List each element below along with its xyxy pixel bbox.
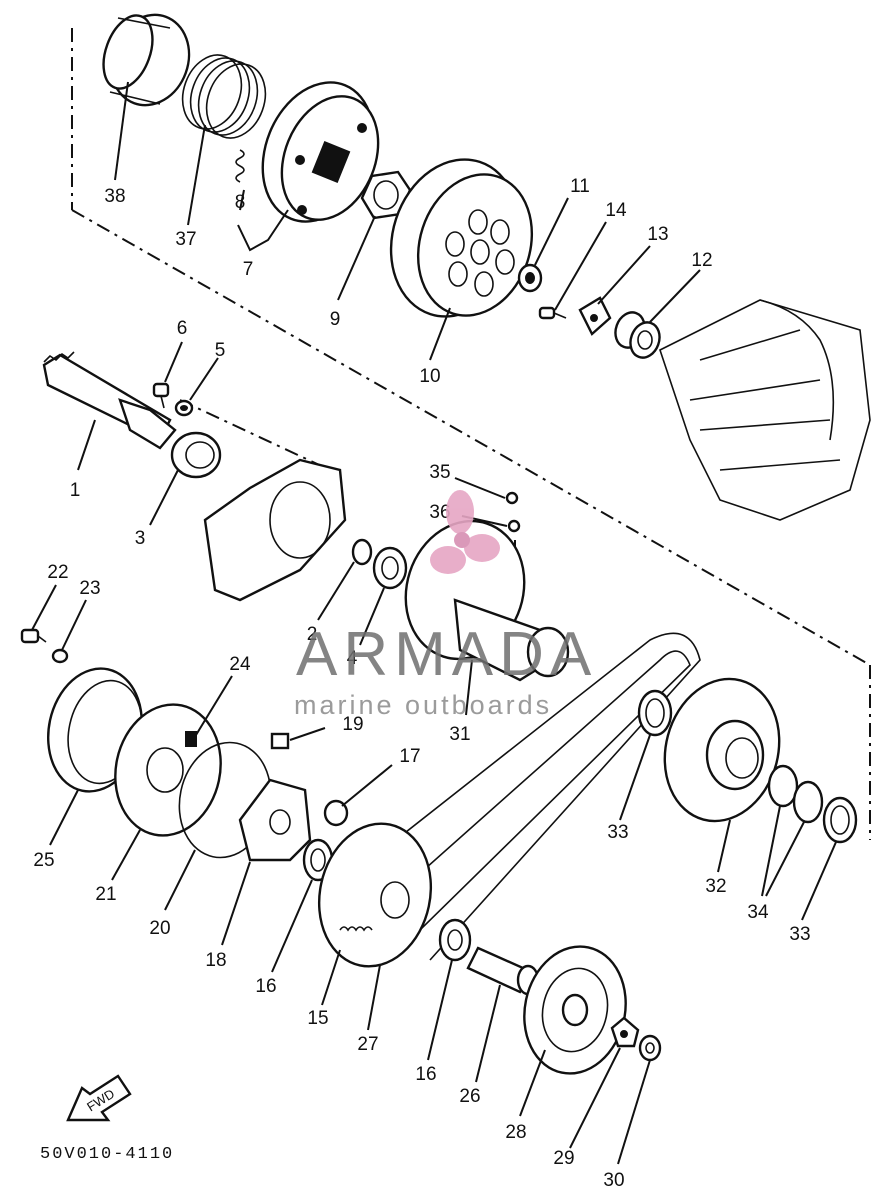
watermark: ARMADA marine outboards	[294, 490, 597, 720]
callout-16-lower: 16	[415, 1064, 436, 1085]
part-5-washer	[174, 399, 194, 417]
callout-19: 19	[342, 714, 363, 735]
callout-38: 38	[104, 186, 125, 207]
propeller-logo-icon	[430, 490, 500, 574]
callout-30: 30	[603, 1170, 624, 1191]
callout-26: 26	[459, 1086, 480, 1107]
part-19-slider	[270, 732, 290, 750]
callout-22: 22	[47, 562, 68, 583]
part-29-washer	[610, 1016, 640, 1048]
callout-29: 29	[553, 1148, 574, 1169]
callout-9: 9	[330, 309, 341, 330]
crankcase-outline	[659, 299, 871, 521]
callout-24: 24	[229, 654, 251, 675]
part-12-bushing	[614, 311, 661, 359]
callout-33-left: 33	[607, 822, 628, 843]
part-21-cam-plate	[114, 703, 222, 837]
drawing-code: 50V010-4110	[40, 1145, 174, 1164]
watermark-title: ARMADA	[296, 620, 597, 689]
callout-23: 23	[79, 578, 100, 599]
callout-5: 5	[215, 340, 226, 361]
callout-13: 13	[647, 224, 668, 245]
callout-14: 14	[605, 200, 627, 221]
callout-35: 35	[429, 462, 450, 483]
callout-31: 31	[449, 724, 470, 745]
part-28-fan-sheave	[523, 945, 627, 1075]
callout-37: 37	[175, 229, 196, 250]
part-2-circlip	[351, 538, 373, 566]
part-17-weight-roller	[323, 799, 349, 827]
callout-33-right: 33	[789, 924, 810, 945]
callout-36: 36	[429, 502, 450, 523]
part-36-pin	[507, 519, 521, 533]
leader-lines	[31, 81, 837, 1165]
part-14-screw	[538, 306, 567, 320]
part-18-weight-plate	[238, 778, 312, 862]
callout-25: 25	[33, 850, 54, 871]
callout-2: 2	[307, 624, 318, 645]
callout-11: 11	[570, 176, 590, 197]
part-33-seal-right	[822, 796, 858, 844]
callout-28: 28	[505, 1122, 526, 1143]
part-16-bushing-lower	[438, 918, 472, 962]
part-32-primary-sheave	[663, 677, 781, 823]
callout-numbers: 38 37 8 7 9 10 11 14 13 12 6 5 1 3 35 36…	[33, 176, 810, 1191]
part-38-sleeve	[102, 13, 191, 107]
callout-20: 20	[149, 918, 170, 939]
part-10-clutch-housing	[389, 158, 534, 318]
callout-6: 6	[177, 318, 188, 339]
part-26-collar	[466, 946, 540, 996]
callout-7: 7	[243, 259, 254, 280]
callout-1: 1	[70, 480, 81, 501]
callout-32: 32	[705, 876, 726, 897]
part-4-bearing	[372, 546, 408, 590]
callout-27: 27	[357, 1034, 378, 1055]
part-37-spring	[181, 54, 267, 139]
part-13-plate	[578, 296, 612, 336]
callout-12: 12	[691, 250, 712, 271]
callout-4: 4	[347, 648, 358, 669]
part-6-bolt	[152, 382, 170, 409]
part-1-drive-shaft	[42, 351, 177, 450]
part-22-bolt	[20, 628, 47, 644]
callout-10: 10	[419, 366, 440, 387]
part-15-movable-sheave	[317, 822, 433, 968]
callout-8: 8	[235, 192, 246, 213]
part-7-clutch-carrier	[261, 81, 380, 223]
part-11-nut	[517, 263, 543, 293]
part-8-small-spring	[235, 149, 245, 183]
callout-21: 21	[95, 884, 116, 905]
part-23-washer	[51, 648, 69, 664]
part-33-seal-left	[637, 689, 673, 737]
part-3-bearing	[170, 431, 222, 479]
callout-16-upper: 16	[255, 976, 276, 997]
part-34-washers	[767, 764, 824, 824]
part-35-pin	[505, 491, 519, 505]
callout-17: 17	[399, 746, 420, 767]
fwd-arrow: FWD	[66, 1074, 132, 1122]
cover-housing	[203, 458, 347, 602]
callout-15: 15	[307, 1008, 328, 1029]
callout-18: 18	[205, 950, 226, 971]
callout-34: 34	[747, 902, 769, 923]
part-30-nut	[638, 1034, 662, 1062]
callout-3: 3	[135, 528, 146, 549]
watermark-subtitle: marine outboards	[294, 690, 552, 720]
